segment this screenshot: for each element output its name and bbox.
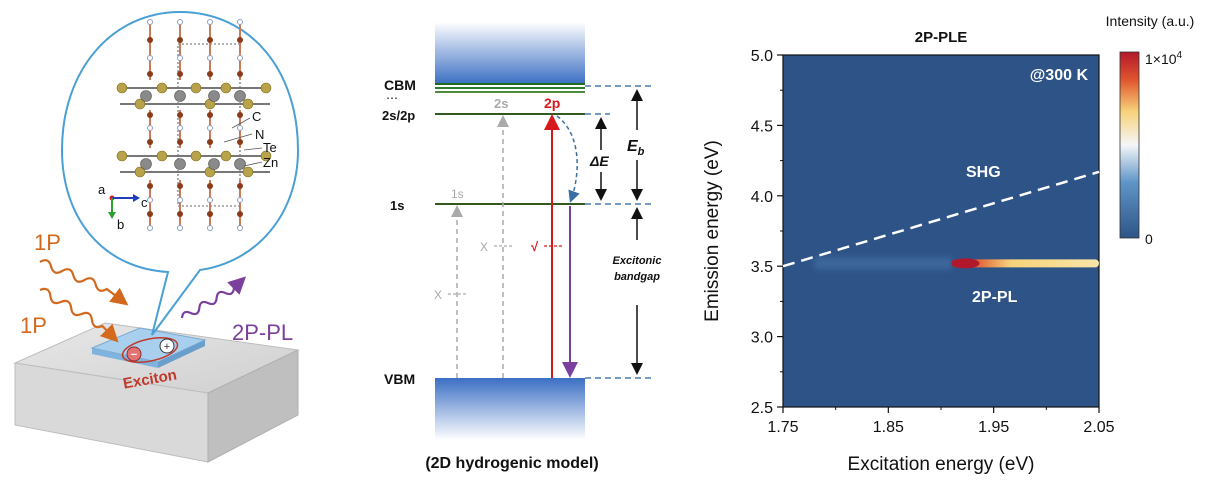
label-1s-transition: 1s bbox=[451, 187, 464, 201]
x-tick-label: 1.85 bbox=[873, 419, 904, 436]
label-1s: 1s bbox=[390, 198, 404, 213]
cbm-levels bbox=[435, 83, 585, 93]
label-cbm: CBM bbox=[384, 77, 416, 93]
left-panel: − + Exciton 1P 1P 2P-PL bbox=[13, 10, 300, 463]
label-x-1s: X bbox=[434, 288, 442, 302]
shg-label: SHG bbox=[966, 164, 1001, 181]
hole-icon bbox=[159, 338, 175, 354]
label-dots: ⋯ bbox=[386, 91, 398, 105]
label-gap-line1: Excitonic bbox=[613, 255, 662, 267]
exciton-ellipse bbox=[121, 337, 179, 363]
atom-label-te: Te bbox=[263, 140, 277, 155]
atom-label-c: C bbox=[252, 109, 261, 124]
middle-panel: CBM ⋯ 2s/2p 1s VBM 1s X 2s X 2p √ ΔE Eb … bbox=[382, 22, 661, 472]
emission-wave bbox=[180, 276, 247, 319]
shg-line bbox=[782, 170, 1100, 268]
label-eb: Eb bbox=[627, 138, 645, 158]
atom-label-n: N bbox=[255, 127, 264, 142]
y-axis-label: Emission energy (eV) bbox=[702, 140, 723, 322]
x-tick-label: 1.95 bbox=[978, 419, 1009, 436]
label-delta-e: ΔE bbox=[589, 153, 609, 169]
temperature-label: @300 K bbox=[1030, 67, 1089, 84]
axis-label-b: b bbox=[117, 217, 124, 232]
x-tick-label: 1.75 bbox=[767, 419, 798, 436]
y-tick-label: 4.5 bbox=[751, 118, 773, 135]
label-check: √ bbox=[531, 239, 539, 254]
hole-sign: + bbox=[164, 341, 170, 353]
label-gap-line2: bandgap bbox=[614, 271, 660, 283]
right-panel: 1.75 1.85 1.95 2.05 2.5 3.0 3.5 4.0 4.5 5.0 2P-PL… bbox=[702, 13, 1194, 475]
pl-peak bbox=[951, 258, 980, 269]
arrow-relaxation bbox=[556, 115, 580, 203]
y-tick-label: 3.5 bbox=[751, 259, 773, 276]
y-tick-label: 3.0 bbox=[751, 330, 773, 347]
label-vbm: VBM bbox=[384, 371, 415, 387]
excitation-label-bottom: 1P bbox=[20, 313, 47, 338]
heatmap-marks bbox=[782, 170, 1100, 270]
colorbar-max-label: 1×104 bbox=[1145, 50, 1183, 67]
lattice-axes-icon bbox=[108, 194, 140, 219]
axis-label-c: c bbox=[141, 195, 148, 210]
y-tick-label: 5.0 bbox=[751, 48, 773, 65]
label-2s2p: 2s/2p bbox=[382, 108, 415, 123]
pl-label: 2P-PL bbox=[972, 289, 1018, 306]
crystal-flake bbox=[90, 327, 207, 368]
cbm-band bbox=[435, 22, 585, 84]
emission-label: 2P-PL bbox=[232, 320, 293, 345]
y-tick-label: 4.0 bbox=[751, 189, 773, 206]
colorbar-title: Intensity (a.u.) bbox=[1106, 13, 1195, 29]
colorbar bbox=[1119, 51, 1140, 239]
axis-ticks: 1.75 1.85 1.95 2.05 2.5 3.0 3.5 4.0 4.5 5.0 bbox=[751, 48, 1115, 436]
x-axis-label: Excitation energy (eV) bbox=[848, 454, 1035, 475]
colorbar-max-exp: 4 bbox=[1177, 50, 1183, 61]
plot-area bbox=[782, 54, 1100, 408]
colorbar-min-label: 0 bbox=[1145, 231, 1153, 247]
label-2p-transition: 2p bbox=[544, 95, 560, 111]
atom-label-zn: Zn bbox=[263, 155, 278, 170]
excitation-label-top: 1P bbox=[34, 230, 61, 255]
crystal-structure bbox=[116, 19, 272, 231]
model-caption: (2D hydrogenic model) bbox=[425, 455, 598, 472]
chart-title: 2P-PLE bbox=[915, 29, 968, 46]
excitation-wave-bottom bbox=[39, 287, 119, 343]
label-eb-sub: b bbox=[638, 146, 645, 158]
vbm-band bbox=[435, 378, 585, 440]
y-tick-label: 2.5 bbox=[751, 400, 773, 417]
x-tick-label: 2.05 bbox=[1083, 419, 1114, 436]
label-x-2s: X bbox=[480, 240, 488, 254]
pl-band bbox=[951, 259, 1099, 268]
electron-sign: − bbox=[131, 349, 137, 361]
label-2s-transition: 2s bbox=[494, 96, 508, 111]
pl-glow bbox=[814, 257, 952, 270]
electron-icon bbox=[126, 346, 142, 362]
axis-label-a: a bbox=[98, 182, 106, 197]
excitation-wave-top bbox=[39, 259, 129, 306]
